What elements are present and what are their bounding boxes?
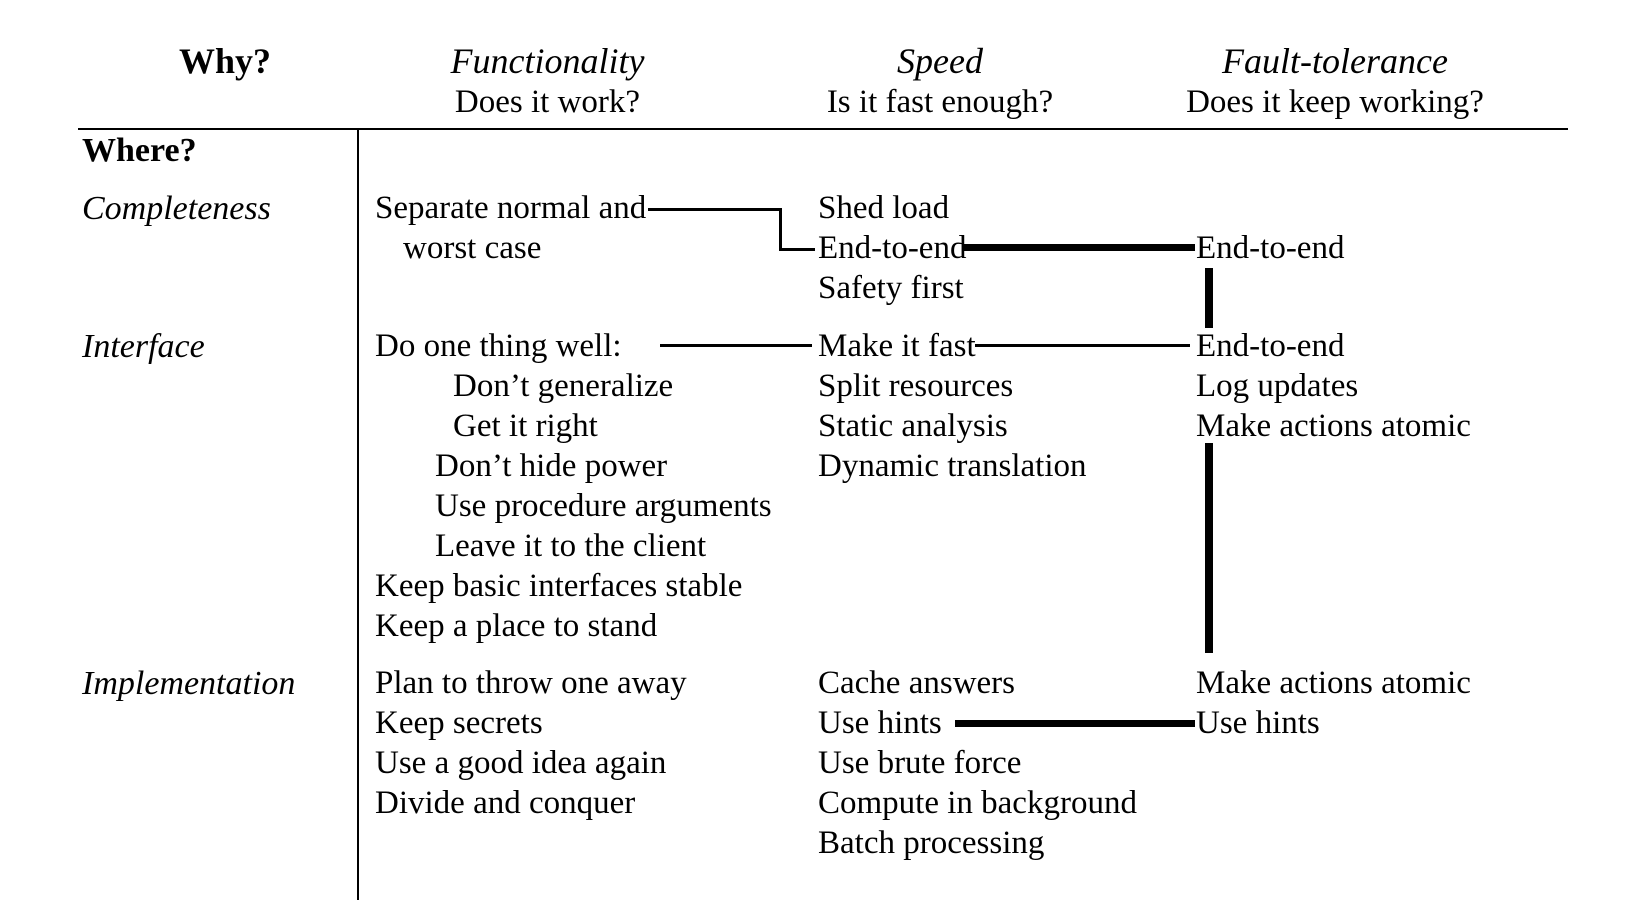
- column-title-functionality: Functionality: [450, 41, 645, 81]
- cell-line: Keep basic interfaces stable: [375, 568, 743, 604]
- cell-line: Separate normal and: [375, 190, 647, 226]
- cell-line: Cache answers: [818, 665, 1016, 701]
- connector-make-actions-atomic-thick-vertical: [1205, 443, 1213, 653]
- connector-bracket-to-end-to-end: [779, 248, 815, 251]
- cell-line: Don’t generalize: [453, 368, 674, 404]
- header-cell-speed: Speed Is it fast enough?: [790, 40, 1090, 122]
- cell-line: End-to-end: [1196, 328, 1345, 364]
- cell-line: Batch processing: [818, 825, 1045, 861]
- connector-separate-normal-bracket-vertical: [779, 208, 782, 250]
- header-cell-fault-tolerance: Fault-tolerance Does it keep working?: [1160, 40, 1510, 122]
- cell-line: End-to-end: [1196, 230, 1345, 266]
- cell-implementation-speed: Cache answers Use hints Use brute force …: [818, 663, 1137, 863]
- cell-line: worst case: [403, 230, 542, 266]
- table-header-row: Why? Functionality Does it work? Speed I…: [0, 40, 1650, 128]
- corner-label: Why?: [178, 41, 272, 81]
- connector-make-it-fast-to-end-to-end: [975, 344, 1190, 347]
- cell-line: Log updates: [1196, 368, 1359, 404]
- cell-line: Make it fast: [818, 328, 976, 364]
- cell-line: Split resources: [818, 368, 1014, 404]
- header-horizontal-rule: [78, 128, 1568, 130]
- cell-completeness-fault-tolerance: End-to-end: [1196, 228, 1344, 268]
- cell-line: Make actions atomic: [1196, 665, 1471, 701]
- column-question-functionality: Does it work?: [454, 84, 641, 120]
- cell-line: End-to-end: [818, 230, 967, 266]
- cell-line: Safety first: [818, 270, 964, 306]
- row-label-completeness: Completeness: [82, 190, 271, 227]
- header-cell-functionality: Functionality Does it work?: [375, 40, 720, 122]
- connector-use-hints-thick-horizontal: [955, 720, 1195, 727]
- connector-separate-normal-horizontal: [648, 208, 781, 211]
- cell-line: Use procedure arguments: [435, 488, 772, 524]
- row-label-vertical-rule: [357, 128, 359, 900]
- cell-implementation-fault-tolerance: Make actions atomic Use hints: [1196, 663, 1471, 743]
- cell-line: Make actions atomic: [1196, 408, 1471, 444]
- cell-completeness-speed: Shed load End-to-end Safety first: [818, 188, 966, 308]
- cell-line: Keep secrets: [375, 705, 543, 741]
- cell-interface-fault-tolerance: End-to-end Log updates Make actions atom…: [1196, 326, 1471, 446]
- cell-interface-functionality: Do one thing well: Don’t generalize Get …: [375, 326, 772, 646]
- cell-line: Do one thing well:: [375, 328, 622, 364]
- cell-implementation-functionality: Plan to throw one away Keep secrets Use …: [375, 663, 687, 823]
- cell-line: Use brute force: [818, 745, 1022, 781]
- column-title-fault-tolerance: Fault-tolerance: [1222, 41, 1448, 81]
- row-label-implementation: Implementation: [82, 665, 296, 702]
- connector-end-to-end-thick-horizontal: [963, 244, 1195, 251]
- column-title-speed: Speed: [897, 41, 983, 81]
- cell-line: Static analysis: [818, 408, 1008, 444]
- connector-do-one-thing-to-make-it-fast: [660, 344, 812, 347]
- cell-line: Use hints: [1196, 705, 1320, 741]
- column-question-speed: Is it fast enough?: [826, 84, 1054, 120]
- cell-line: Compute in background: [818, 785, 1137, 821]
- cell-line: Shed load: [818, 190, 950, 226]
- row-label-interface: Interface: [82, 328, 205, 365]
- connector-end-to-end-thick-vertical: [1205, 268, 1213, 328]
- column-question-fault-tolerance: Does it keep working?: [1186, 84, 1484, 120]
- cell-line: Keep a place to stand: [375, 608, 658, 644]
- header-cell-why: Why?: [80, 40, 370, 82]
- cell-line: Get it right: [453, 408, 598, 444]
- cell-line: Don’t hide power: [435, 448, 668, 484]
- row-axis-label: Where?: [82, 132, 197, 169]
- cell-line: Leave it to the client: [435, 528, 707, 564]
- cell-interface-speed: Make it fast Split resources Static anal…: [818, 326, 1087, 486]
- cell-line: Use hints: [818, 705, 942, 741]
- cell-completeness-functionality: Separate normal and worst case: [375, 188, 646, 268]
- cell-line: Use a good idea again: [375, 745, 667, 781]
- cell-line: Divide and conquer: [375, 785, 636, 821]
- cell-line: Dynamic translation: [818, 448, 1087, 484]
- cell-line: Plan to throw one away: [375, 665, 687, 701]
